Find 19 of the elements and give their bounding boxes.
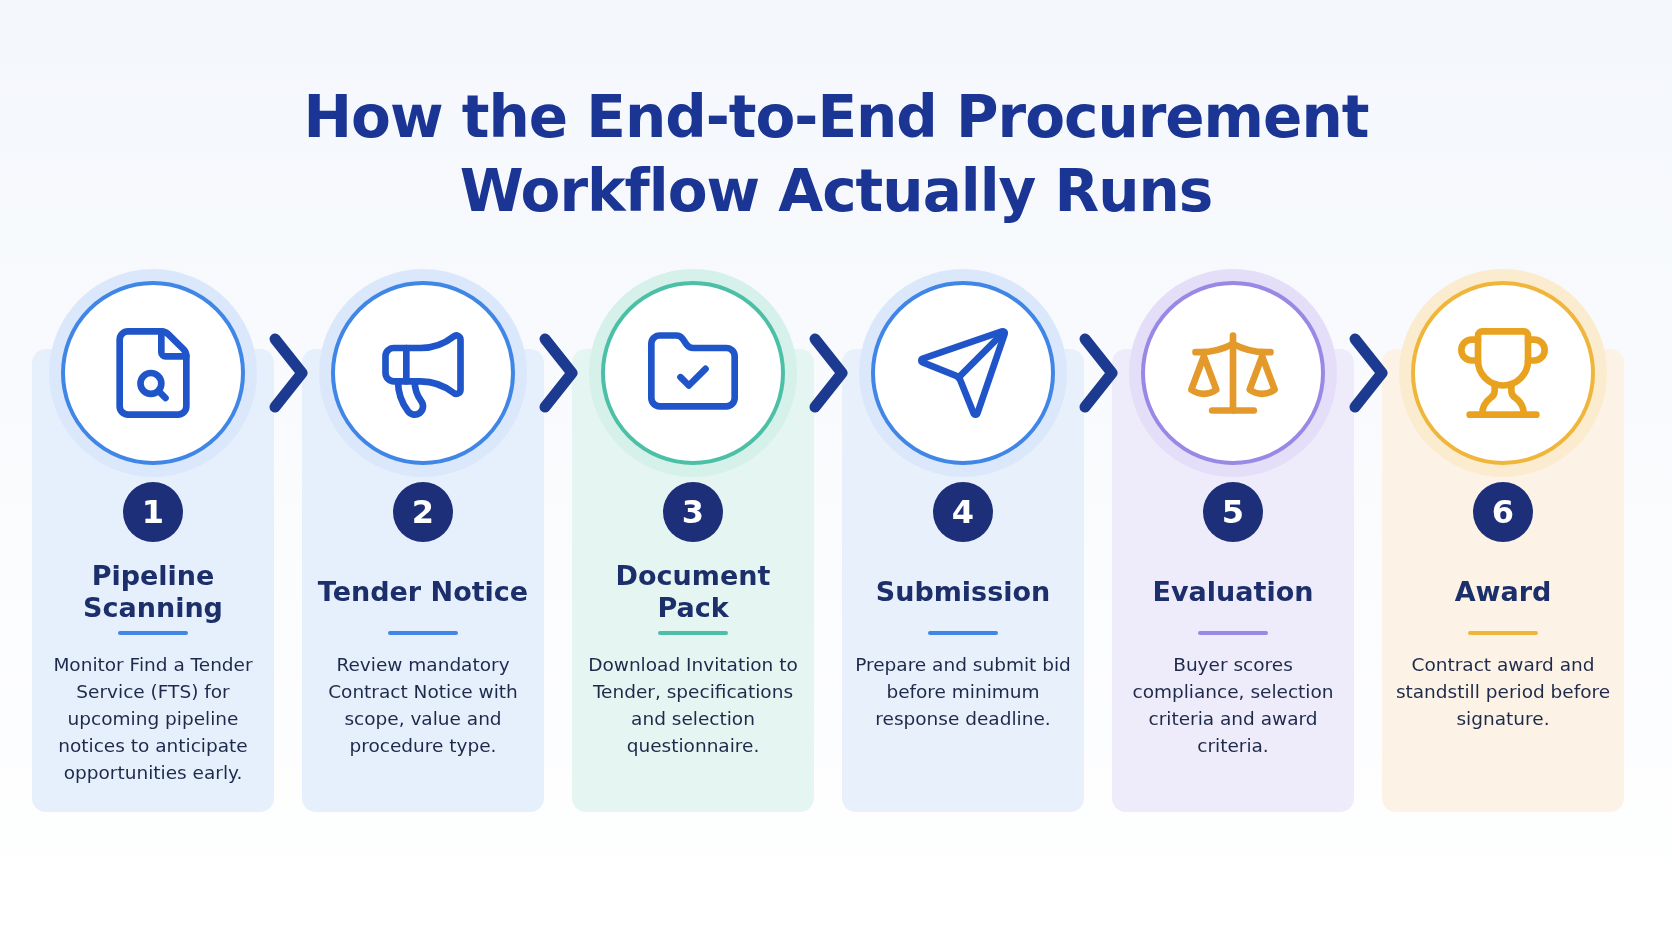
step-title: Document Pack	[614, 559, 772, 625]
step-title: Award	[1453, 575, 1553, 609]
step-number: 1	[123, 482, 183, 542]
title: How the End-to-End Procurement Workflow Actually Runs	[302, 82, 1370, 227]
step-title: Tender Notice	[316, 575, 530, 609]
step-title: Evaluation	[1151, 575, 1315, 609]
step-description: Review mandatory Contract Notice with scope, value and procedure type.	[327, 653, 519, 758]
step-description: Prepare and submit bid before minimum response deadline.	[854, 653, 1072, 731]
step-title: Submission	[874, 575, 1052, 609]
step-number: 6	[1473, 482, 1533, 542]
step-description: Download Invitation to Tender, specifications and selection questionnaire.	[587, 653, 799, 758]
step-description: Contract award and standstill period before signature.	[1394, 653, 1612, 731]
step-number: 4	[933, 482, 993, 542]
step-number: 5	[1203, 482, 1263, 542]
step-number: 2	[393, 482, 453, 542]
step-title: Pipeline Scanning	[82, 559, 224, 625]
step-number: 3	[663, 482, 723, 542]
step-description: Monitor Find a Tender Service (FTS) for upcoming pipeline notices to anticipate opportunities early.	[52, 653, 254, 785]
step-description: Buyer scores compliance, selection criteria and award criteria.	[1131, 653, 1335, 758]
